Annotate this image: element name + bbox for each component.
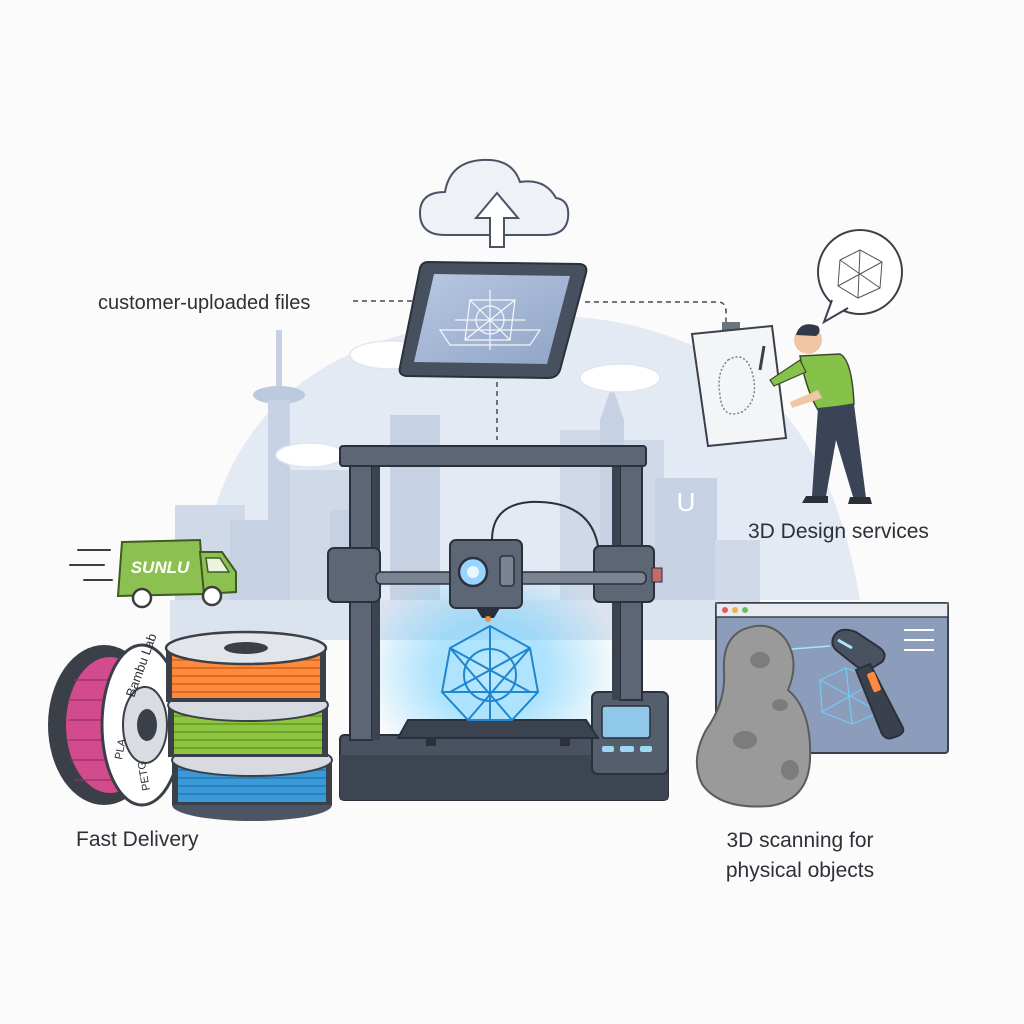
3d-scanner-icon	[831, 628, 905, 740]
label-design-services: 3D Design services	[748, 520, 929, 543]
truck-brand-label: SUNLU	[131, 558, 190, 577]
speech-bubble-icon	[817, 229, 903, 325]
3d-printer-icon	[327, 445, 669, 801]
label-fast-delivery: Fast Delivery	[76, 828, 199, 851]
spool-material-label: PLA	[113, 737, 129, 760]
tablet-icon	[398, 260, 588, 380]
cloud-upload-icon	[418, 158, 570, 248]
u-building-mark: U	[677, 487, 696, 517]
spool-material2-label: PETG	[136, 760, 153, 792]
spool-stack	[164, 630, 333, 821]
label-customer-uploaded-files: customer-uploaded files	[98, 292, 311, 314]
scan-window-icon	[695, 602, 949, 808]
connector-lines	[353, 300, 727, 440]
u-building	[655, 478, 717, 610]
label-3d-scanning: 3D scanning for physical objects	[725, 829, 875, 882]
designer-figure-icon	[690, 229, 903, 504]
delivery-truck-icon: SUNLU	[69, 538, 237, 609]
filament-spool-icon: Bambu Lab PLA PETG	[48, 630, 333, 821]
